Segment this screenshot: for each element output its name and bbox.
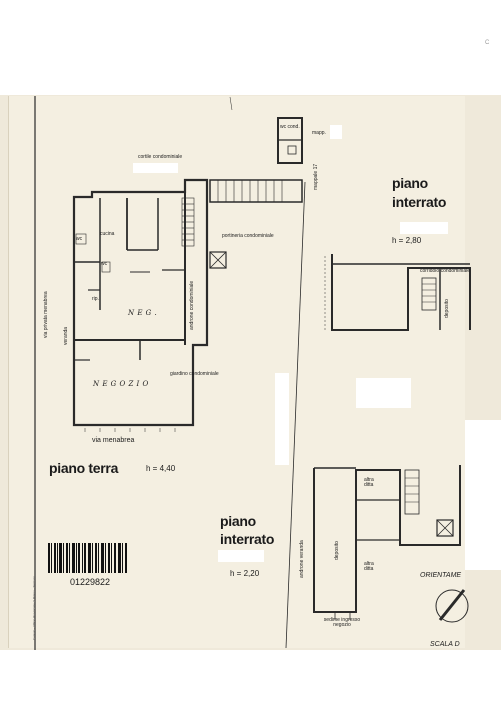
label-altra-ditta-1: altra ditta [364,477,374,488]
label-sedime-ingresso: sedime ingresso negozio [323,617,361,628]
label-deposito-1: deposito [444,299,450,318]
label-androne: androne condominiale [189,280,195,330]
redaction-mask [218,550,264,562]
height-piano-terra: h = 4,40 [146,464,176,473]
label-via-menabrea: via menabrea [92,437,135,444]
title-interrato-2-line1: piano [220,513,256,529]
label-cucina: cucina [100,231,115,237]
title-interrato-2-line2: interrato [220,531,275,547]
title-piano-terra: piano terra [49,460,119,476]
label-wc-cond: wc cond. [280,124,300,130]
label-negozio-room: N E G O Z I O [93,380,149,388]
label-androne-veranda: androne veranda [299,540,305,578]
label-deposito-2: deposito [334,541,340,560]
barcode [48,543,127,573]
title-interrato-1-line2: interrato [392,194,447,210]
label-altra-ditta-2: altra ditta [364,561,374,572]
label-via-privata: via privata menabrea [43,291,49,338]
title-interrato-1-line1: piano [392,175,428,191]
label-cortile: cortile condominiale [138,154,183,160]
label-orientamento: ORIENTAME [420,572,462,579]
label-portineria: portineria condominiale [222,233,274,239]
height-interrato-2: h = 2,20 [230,569,260,578]
label-veranda: veranda [63,326,69,345]
label-corridoio: corridoio condominiale [420,268,471,274]
redaction-mask [133,163,178,173]
label-giardino: giardino condominiale [170,371,219,377]
redaction-mask [465,420,501,570]
redaction-mask [275,373,289,465]
redaction-mask [330,125,342,139]
redaction-mask [356,378,411,408]
label-wc: wc [76,236,83,242]
label-mapp: mapp. [312,130,326,136]
page-bottom-margin [0,650,501,720]
label-rip: rip. [92,296,99,302]
height-interrato-1: h = 2,80 [392,236,422,245]
label-mappale: mappale 17 [313,163,319,190]
label-neg-room: N E G . [128,309,158,317]
corner-mark: C [485,40,490,46]
redaction-mask [400,222,448,234]
sidebar-text: Catasto - Ufficio Provinciale di Milano … [32,576,36,640]
label-wc-2: wc [101,261,108,267]
label-scala: SCALA D [430,641,460,648]
barcode-number: 01229822 [70,577,111,587]
